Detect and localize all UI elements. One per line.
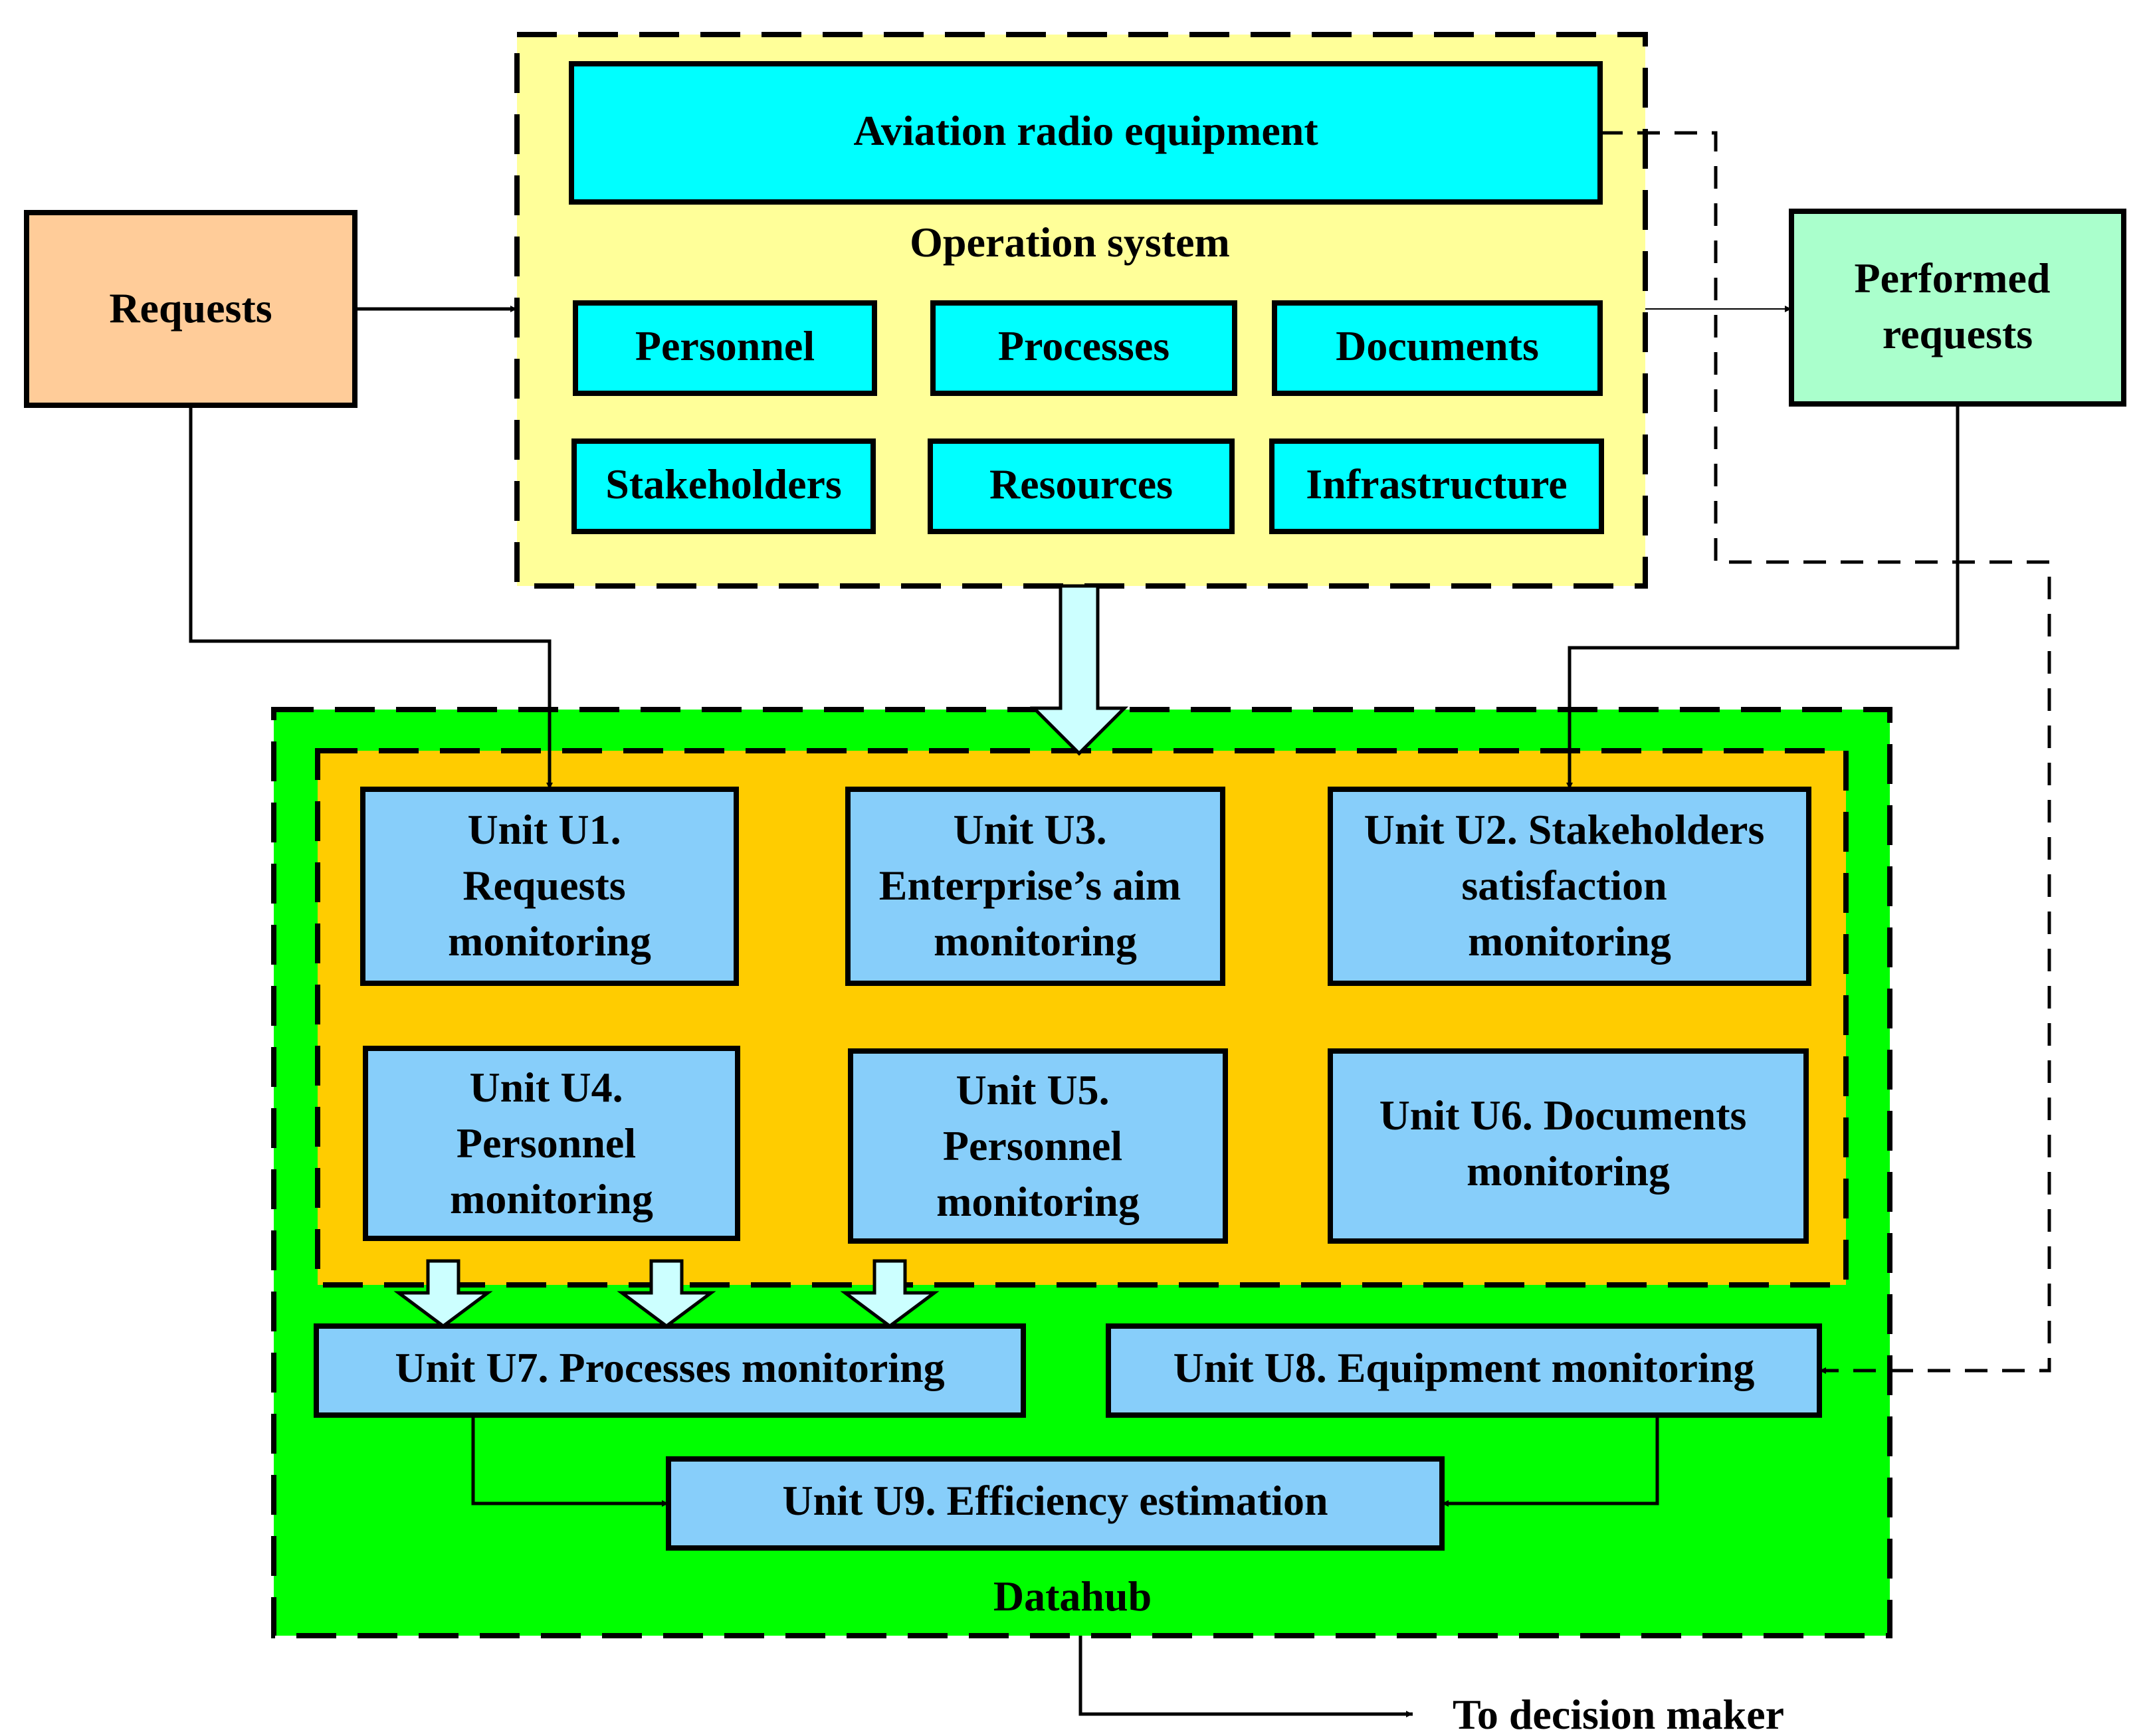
unit-u3-label: Unit U3. Enterprise’s aim monitoring bbox=[879, 806, 1191, 965]
panel-to-u7-arrow-3 bbox=[840, 1259, 940, 1329]
infrastructure-label: Infrastructure bbox=[1306, 460, 1567, 508]
performed-to-u2-connector bbox=[1566, 404, 1960, 789]
unit-u4-line-2: Personnel bbox=[457, 1119, 636, 1167]
u8-to-u9-connector bbox=[1442, 1415, 1659, 1507]
unit-u8-box bbox=[1106, 1323, 1822, 1418]
unit-u5-box bbox=[848, 1048, 1228, 1244]
unit-u1-line-3: monitoring bbox=[448, 917, 651, 965]
unit-u2-label: Unit U2. Stakeholders satisfaction monit… bbox=[1364, 806, 1776, 965]
unit-u4-line-1: Unit U4. bbox=[469, 1064, 623, 1111]
unit-u5-label: Unit U5. Personnel monitoring bbox=[936, 1066, 1140, 1225]
equipment-to-u8-connector bbox=[1600, 131, 2051, 1374]
unit-u6-box bbox=[1328, 1048, 1809, 1244]
unit-u5-line-2: Personnel bbox=[943, 1122, 1122, 1169]
unit-u3-box bbox=[845, 787, 1225, 986]
unit-u7-box bbox=[314, 1323, 1026, 1418]
unit-u1-line-1: Unit U1. bbox=[467, 806, 621, 853]
requests-to-u1-connector bbox=[189, 405, 553, 789]
datahub-title: Datahub bbox=[993, 1573, 1152, 1620]
to-decision-maker-label: To decision maker bbox=[1453, 1691, 1784, 1736]
panel-to-u7-arrow-2 bbox=[617, 1259, 716, 1329]
unit-u9-label: Unit U9. Efficiency estimation bbox=[782, 1477, 1328, 1524]
unit-u7-label: Unit U7. Processes monitoring bbox=[395, 1344, 944, 1391]
unit-u3-line-2: Enterprise’s aim bbox=[879, 862, 1181, 909]
performed-requests-line-1: Performed bbox=[1855, 254, 2051, 302]
u7-to-u9-connector bbox=[471, 1415, 668, 1507]
unit-u6-line-2: monitoring bbox=[1467, 1147, 1670, 1195]
requests-box bbox=[24, 210, 357, 408]
unit-u2-line-1: Unit U2. Stakeholders bbox=[1364, 806, 1765, 853]
resources-box bbox=[928, 438, 1235, 534]
unit-u4-label: Unit U4. Personnel monitoring bbox=[450, 1064, 653, 1222]
unit-u3-line-3: monitoring bbox=[934, 917, 1137, 965]
stakeholders-label: Stakeholders bbox=[605, 460, 842, 508]
unit-u1-label: Unit U1. Requests monitoring bbox=[448, 806, 651, 965]
aviation-radio-equipment-box bbox=[569, 61, 1603, 205]
personnel-box bbox=[573, 300, 877, 396]
unit-u6-line-1: Unit U6. Documents bbox=[1379, 1092, 1747, 1139]
unit-u6-label: Unit U6. Documents monitoring bbox=[1379, 1092, 1758, 1195]
unit-u1-box bbox=[360, 787, 739, 986]
documents-label: Documents bbox=[1336, 322, 1539, 369]
processes-box bbox=[930, 300, 1237, 396]
stakeholders-box bbox=[571, 438, 876, 534]
operation-to-datahub-arrow bbox=[1029, 584, 1129, 756]
performed-requests-box bbox=[1789, 209, 2126, 407]
performed-requests-label: Performed requests bbox=[1855, 254, 2061, 357]
unit-u1-line-2: Requests bbox=[462, 862, 625, 909]
unit-u4-line-3: monitoring bbox=[450, 1175, 653, 1222]
processes-label: Processes bbox=[998, 322, 1170, 369]
unit-u9-box bbox=[666, 1456, 1445, 1551]
infrastructure-box bbox=[1269, 438, 1604, 534]
performed-requests-line-2: requests bbox=[1883, 310, 2033, 357]
unit-u3-line-1: Unit U3. bbox=[953, 806, 1106, 853]
operation-system-title: Operation system bbox=[910, 219, 1230, 266]
datahub-to-decision-maker-connector bbox=[1078, 1636, 1413, 1717]
personnel-label: Personnel bbox=[635, 322, 815, 369]
unit-u2-box bbox=[1328, 787, 1811, 986]
unit-u2-line-3: monitoring bbox=[1468, 917, 1671, 965]
unit-u4-box bbox=[363, 1046, 740, 1241]
unit-u8-label: Unit U8. Equipment monitoring bbox=[1173, 1344, 1755, 1391]
unit-u5-line-1: Unit U5. bbox=[956, 1066, 1109, 1113]
aviation-radio-equipment-label: Aviation radio equipment bbox=[853, 107, 1318, 154]
resources-label: Resources bbox=[989, 460, 1173, 508]
unit-u5-line-3: monitoring bbox=[936, 1178, 1140, 1225]
panel-to-u7-arrow-1 bbox=[393, 1259, 493, 1329]
unit-u2-line-2: satisfaction bbox=[1461, 862, 1667, 909]
requests-label: Requests bbox=[109, 284, 272, 332]
documents-box bbox=[1272, 300, 1603, 396]
